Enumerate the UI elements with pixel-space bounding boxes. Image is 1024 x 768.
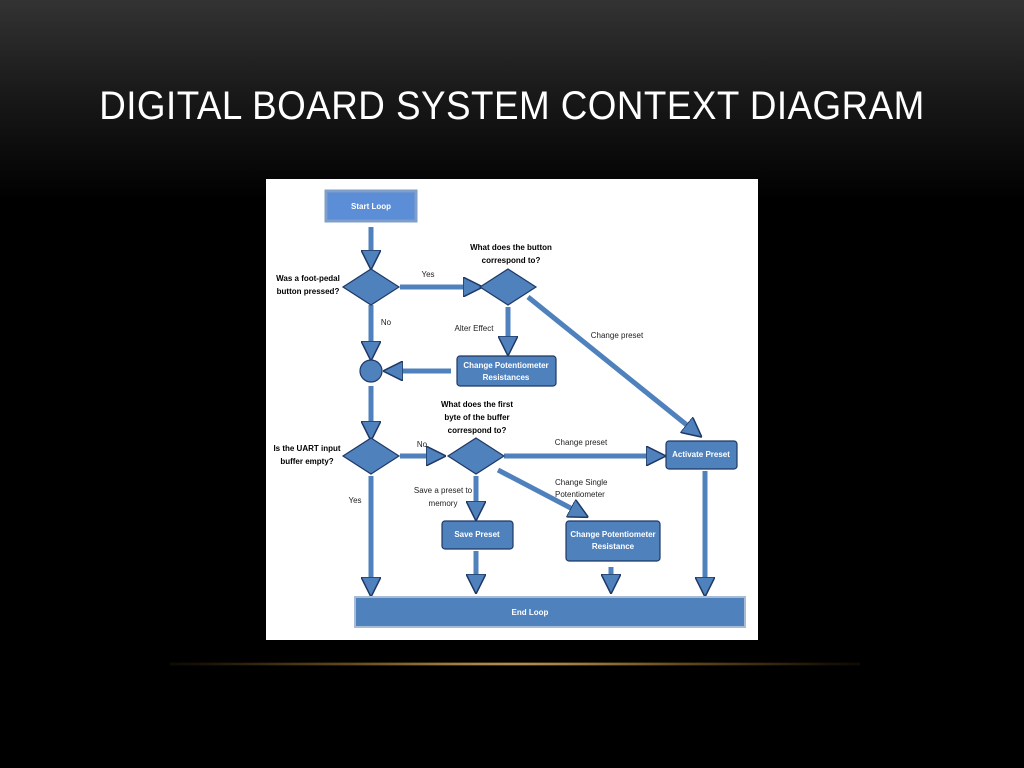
change-pot-resistances-line2: Resistances	[483, 373, 530, 382]
slide-title: DIGITAL BOARD SYSTEM CONTEXT DIAGRAM	[99, 84, 925, 128]
edge-label-change-single-line2: Potentiometer	[555, 490, 605, 499]
end-loop-label: End Loop	[512, 608, 549, 617]
end-loop-node: End Loop	[354, 596, 746, 628]
edge-label-yes-1: Yes	[421, 270, 434, 279]
edge-label-no-1: No	[381, 318, 392, 327]
button-question-line2: correspond to?	[482, 256, 541, 265]
firstbyte-decision: What does the first byte of the buffer c…	[441, 400, 513, 475]
change-pot-resistances-line1: Change Potentiometer	[463, 361, 548, 370]
junction-circle	[359, 359, 383, 383]
activate-preset-node: Activate Preset	[665, 440, 738, 470]
save-preset-node: Save Preset	[441, 520, 514, 550]
firstbyte-question-line1: What does the first	[441, 400, 513, 409]
uart-decision: Is the UART input buffer empty?	[273, 437, 401, 475]
firstbyte-question-line3: correspond to?	[448, 426, 507, 435]
footpedal-decision: Was a foot-pedal button pressed?	[276, 268, 401, 306]
footpedal-question-line1: Was a foot-pedal	[276, 274, 340, 283]
change-pot-resistance-node: Change Potentiometer Resistance	[565, 520, 661, 562]
flowchart: Start Loop Was a foot-pedal button press…	[273, 189, 746, 628]
decorative-glow-line	[170, 662, 860, 666]
firstbyte-question-line2: byte of the buffer	[444, 413, 509, 422]
change-pot-resistance-line2: Resistance	[592, 542, 635, 551]
edge-label-no-2: No	[417, 440, 428, 449]
arrow-change-preset-1	[526, 295, 698, 434]
start-loop-node: Start Loop	[324, 189, 418, 223]
uart-question-line2: buffer empty?	[280, 457, 333, 466]
change-pot-resistances-node: Change Potentiometer Resistances	[456, 355, 557, 387]
activate-preset-label: Activate Preset	[672, 450, 730, 459]
edge-label-change-preset-2: Change preset	[555, 438, 608, 447]
uart-question-line1: Is the UART input	[273, 444, 340, 453]
edge-label-change-preset-1: Change preset	[591, 331, 644, 340]
flow-arrows	[371, 227, 705, 592]
footpedal-question-line2: button pressed?	[277, 287, 340, 296]
edge-label-yes-2: Yes	[348, 496, 361, 505]
flowchart-panel: Start Loop Was a foot-pedal button press…	[266, 179, 758, 640]
arrow-change-single	[496, 467, 584, 515]
button-question-line1: What does the button	[470, 243, 552, 252]
start-loop-label: Start Loop	[351, 202, 391, 211]
edge-label-change-single-line1: Change Single	[555, 478, 608, 487]
edge-label-alter-effect: Alter Effect	[455, 324, 495, 333]
edge-label-save-memory-line2: memory	[429, 499, 458, 508]
button-decision: What does the button correspond to?	[470, 243, 552, 306]
save-preset-label: Save Preset	[454, 530, 500, 539]
edge-label-save-memory-line1: Save a preset to	[414, 486, 473, 495]
change-pot-resistance-line1: Change Potentiometer	[570, 530, 655, 539]
